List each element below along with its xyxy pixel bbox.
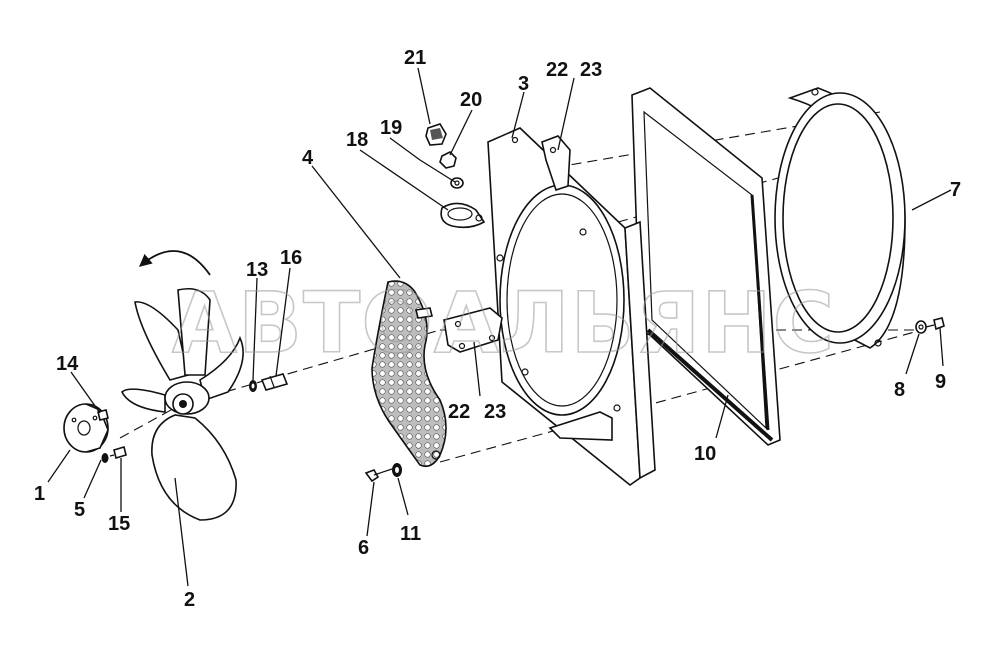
fan-impeller-part-2 — [121, 287, 244, 521]
cap-nut-part-21 — [425, 123, 447, 146]
bolt-part-9 — [925, 317, 945, 331]
label-part-23-bottom: 23 — [484, 401, 506, 423]
rotation-arrow — [139, 250, 211, 276]
label-part-7: 7 — [950, 179, 961, 201]
washer-part-11 — [392, 463, 402, 477]
pin-part-14 — [97, 409, 109, 421]
label-part-19: 19 — [380, 117, 402, 139]
label-part-13: 13 — [246, 259, 268, 281]
fan-ring-part-7 — [774, 87, 906, 349]
label-part-8: 8 — [894, 379, 905, 401]
bolt-part-16 — [260, 373, 289, 391]
nut-part-20 — [439, 151, 457, 169]
label-part-20: 20 — [460, 89, 482, 111]
fan-guard-part-4 — [371, 280, 447, 468]
label-part-22-top: 22 — [546, 59, 568, 81]
washer-part-13 — [249, 380, 257, 392]
label-part-2: 2 — [184, 589, 195, 611]
washer-part-5 — [101, 453, 109, 463]
label-part-23-top: 23 — [580, 59, 602, 81]
washer-part-19 — [450, 177, 464, 189]
hub-flange-part-1 — [63, 403, 109, 453]
leader-lines — [47, 67, 952, 587]
label-part-18: 18 — [346, 129, 368, 151]
label-part-3: 3 — [518, 73, 529, 95]
label-part-15: 15 — [108, 513, 130, 535]
bolt-part-6 — [364, 468, 393, 483]
label-part-14: 14 — [56, 353, 79, 375]
clamp-part-18 — [440, 202, 486, 229]
label-part-1: 1 — [34, 483, 45, 505]
washer-part-8 — [915, 320, 927, 334]
label-part-9: 9 — [935, 371, 946, 393]
label-part-22-bottom: 22 — [448, 401, 470, 423]
label-part-10: 10 — [694, 443, 716, 465]
seal-frame-part-10 — [631, 87, 781, 446]
watermark-text: АВТОАЛЬЯНС — [172, 274, 835, 372]
fan-shroud-part-3 — [487, 127, 656, 486]
label-part-6: 6 — [358, 537, 369, 559]
label-part-11: 11 — [400, 523, 421, 545]
bolt-part-15 — [109, 445, 127, 460]
callout-labels: 1 2 3 4 5 6 7 8 9 10 11 13 14 15 16 18 1… — [34, 47, 961, 611]
bracket-part-22-23-lower — [443, 307, 503, 353]
label-part-16: 16 — [280, 247, 302, 269]
label-part-21: 21 — [404, 47, 426, 69]
label-part-5: 5 — [74, 499, 85, 521]
label-part-4: 4 — [302, 147, 314, 169]
